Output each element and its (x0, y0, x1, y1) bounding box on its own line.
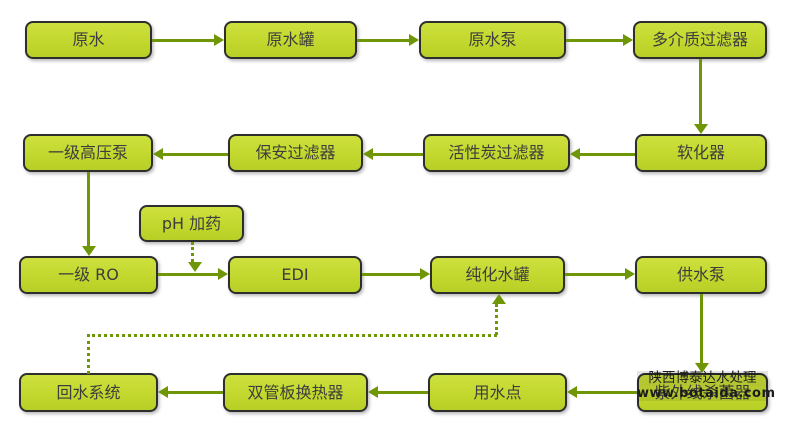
node-raw-water-pump-label: 原水泵 (468, 30, 517, 49)
node-raw-water-tank-label: 原水罐 (266, 30, 315, 49)
dotted-return-horizontal (87, 334, 497, 337)
node-uv-sterilizer: 紫外线杀菌器 陕西博泰达水处理 www.botaida.com (637, 371, 775, 412)
dotted-arrow-ph-dosing (188, 242, 202, 272)
arrow-use-point-to-heat-exchanger (368, 386, 428, 398)
arrow-supply-pump-to-uv (695, 294, 709, 373)
node-heat-exchanger: 双管板换热器 (223, 373, 368, 412)
arrow-hp-pump-to-ro (82, 172, 96, 256)
node-high-pressure-pump-label: 一级高压泵 (47, 143, 128, 162)
node-raw-water-tank: 原水罐 (224, 21, 357, 59)
node-purified-water-tank: 纯化水罐 (430, 256, 565, 294)
node-first-stage-ro: 一级 RO (19, 256, 158, 294)
arrow-edi-to-purified-tank (362, 268, 430, 280)
node-softener-label: 软化器 (676, 143, 725, 162)
arrow-raw-water-to-tank (152, 34, 224, 46)
node-purified-water-tank-label: 纯化水罐 (465, 265, 530, 284)
node-return-system-label: 回水系统 (56, 382, 121, 402)
node-ph-dosing: pH 加药 (139, 205, 244, 242)
node-heat-exchanger-label: 双管板换热器 (247, 382, 344, 402)
node-edi: EDI (228, 256, 362, 294)
node-use-point: 用水点 (428, 373, 567, 412)
arrow-carbon-filter-to-security-filter (363, 148, 423, 160)
node-edi-label: EDI (281, 265, 309, 284)
node-security-filter-label: 保安过滤器 (255, 143, 336, 162)
arrow-uv-to-use-point (567, 386, 637, 398)
arrow-pump-to-multimedia-filter (566, 34, 633, 46)
arrow-security-filter-to-hp-pump (153, 148, 228, 160)
node-raw-water: 原水 (25, 21, 152, 59)
node-return-system: 回水系统 (19, 373, 158, 412)
arrow-ro-to-edi (158, 268, 228, 280)
arrow-multimedia-filter-to-softener (694, 59, 708, 134)
node-ph-dosing-label: pH 加药 (161, 213, 222, 233)
arrow-purified-tank-to-supply-pump (565, 268, 635, 280)
node-use-point-label: 用水点 (473, 382, 522, 402)
arrow-softener-to-carbon-filter (570, 148, 635, 160)
node-security-filter: 保安过滤器 (228, 134, 363, 172)
node-first-stage-ro-label: 一级 RO (58, 265, 119, 284)
arrow-heat-exchanger-to-return-system (158, 386, 223, 398)
node-carbon-filter-label: 活性炭过滤器 (448, 143, 545, 162)
node-multimedia-filter: 多介质过滤器 (633, 21, 767, 59)
node-carbon-filter: 活性炭过滤器 (423, 134, 570, 172)
node-uv-sterilizer-label: 紫外线杀菌器 (654, 382, 751, 402)
dotted-return-vertical-right (492, 294, 506, 335)
node-raw-water-label: 原水 (72, 30, 105, 49)
node-multimedia-filter-label: 多介质过滤器 (651, 30, 748, 49)
arrow-tank-to-pump (357, 34, 419, 46)
node-softener: 软化器 (635, 134, 767, 172)
node-supply-pump: 供水泵 (635, 256, 767, 294)
node-high-pressure-pump: 一级高压泵 (23, 134, 153, 172)
node-supply-pump-label: 供水泵 (676, 265, 725, 284)
dotted-return-vertical-left (87, 341, 90, 374)
node-raw-water-pump: 原水泵 (419, 21, 566, 59)
